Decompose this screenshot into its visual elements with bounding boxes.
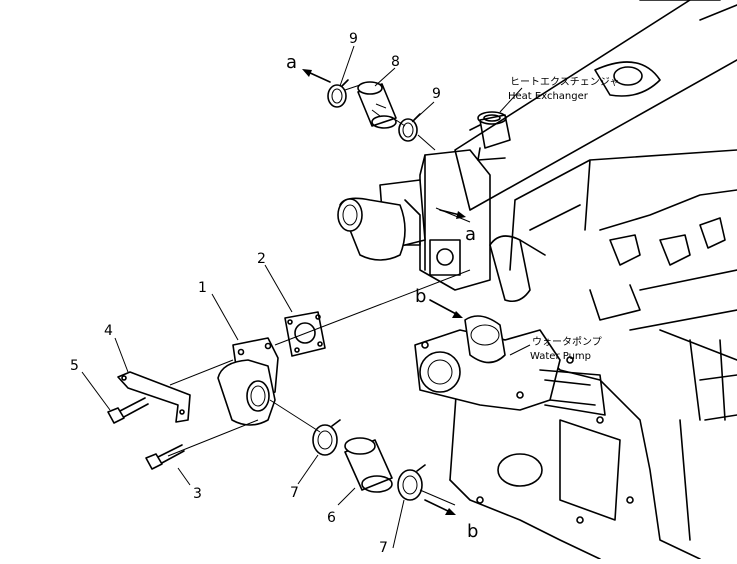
letter-b-left: b — [415, 286, 426, 307]
callout-6: 6 — [327, 510, 336, 526]
bracket-4 — [117, 371, 191, 423]
component-labels: ヒートエクスチェンジャ Heat Exchanger ウォータポンプ Water… — [508, 76, 619, 362]
arrow-a-top — [307, 71, 331, 83]
leader-lines — [81, 45, 531, 549]
water-outlet-elbow — [217, 337, 279, 426]
callout-7-left: 7 — [290, 485, 299, 501]
arrow-a-right — [439, 209, 461, 216]
callout-numbers: 1 2 3 4 5 6 7 7 8 9 9 — [70, 31, 441, 556]
callout-7-right: 7 — [379, 540, 388, 556]
label-heat-exchanger-jp: ヒートエクスチェンジャ — [510, 76, 619, 88]
flow-arrows — [302, 69, 466, 515]
lower-hose-assembly — [312, 419, 426, 501]
gasket-2 — [284, 311, 326, 357]
letter-a-top: a — [286, 52, 297, 73]
clamp-7-lower-right — [397, 469, 423, 501]
callout-5: 5 — [70, 358, 79, 374]
letter-b-bottom: b — [467, 521, 478, 542]
callout-3: 3 — [193, 486, 202, 502]
arrow-b-bottom — [424, 499, 451, 513]
label-water-pump-jp: ウォータポンプ — [532, 336, 602, 348]
label-water-pump-en: Water Pump — [530, 351, 591, 362]
upper-pipe — [489, 235, 546, 303]
thermostat-housing — [337, 111, 511, 291]
water-pump — [414, 315, 606, 416]
callout-9-left: 9 — [349, 31, 358, 47]
callout-4: 4 — [104, 323, 113, 339]
upper-hose-assembly — [327, 79, 421, 142]
clamp-7-lower-left — [312, 424, 338, 456]
clamp-9-upper-left — [327, 84, 347, 108]
label-heat-exchanger-en: Heat Exchanger — [508, 91, 589, 102]
callout-8: 8 — [391, 54, 400, 70]
arrow-b-left — [429, 299, 459, 316]
clamp-9-upper-right — [398, 118, 418, 142]
callout-1: 1 — [198, 280, 207, 296]
callout-9-right: 9 — [432, 86, 441, 102]
flow-letters: a a b b — [286, 52, 478, 542]
bolt-5 — [107, 397, 149, 424]
bolt-3 — [145, 444, 185, 470]
letter-a-right: a — [465, 224, 476, 245]
callout-2: 2 — [257, 251, 266, 267]
